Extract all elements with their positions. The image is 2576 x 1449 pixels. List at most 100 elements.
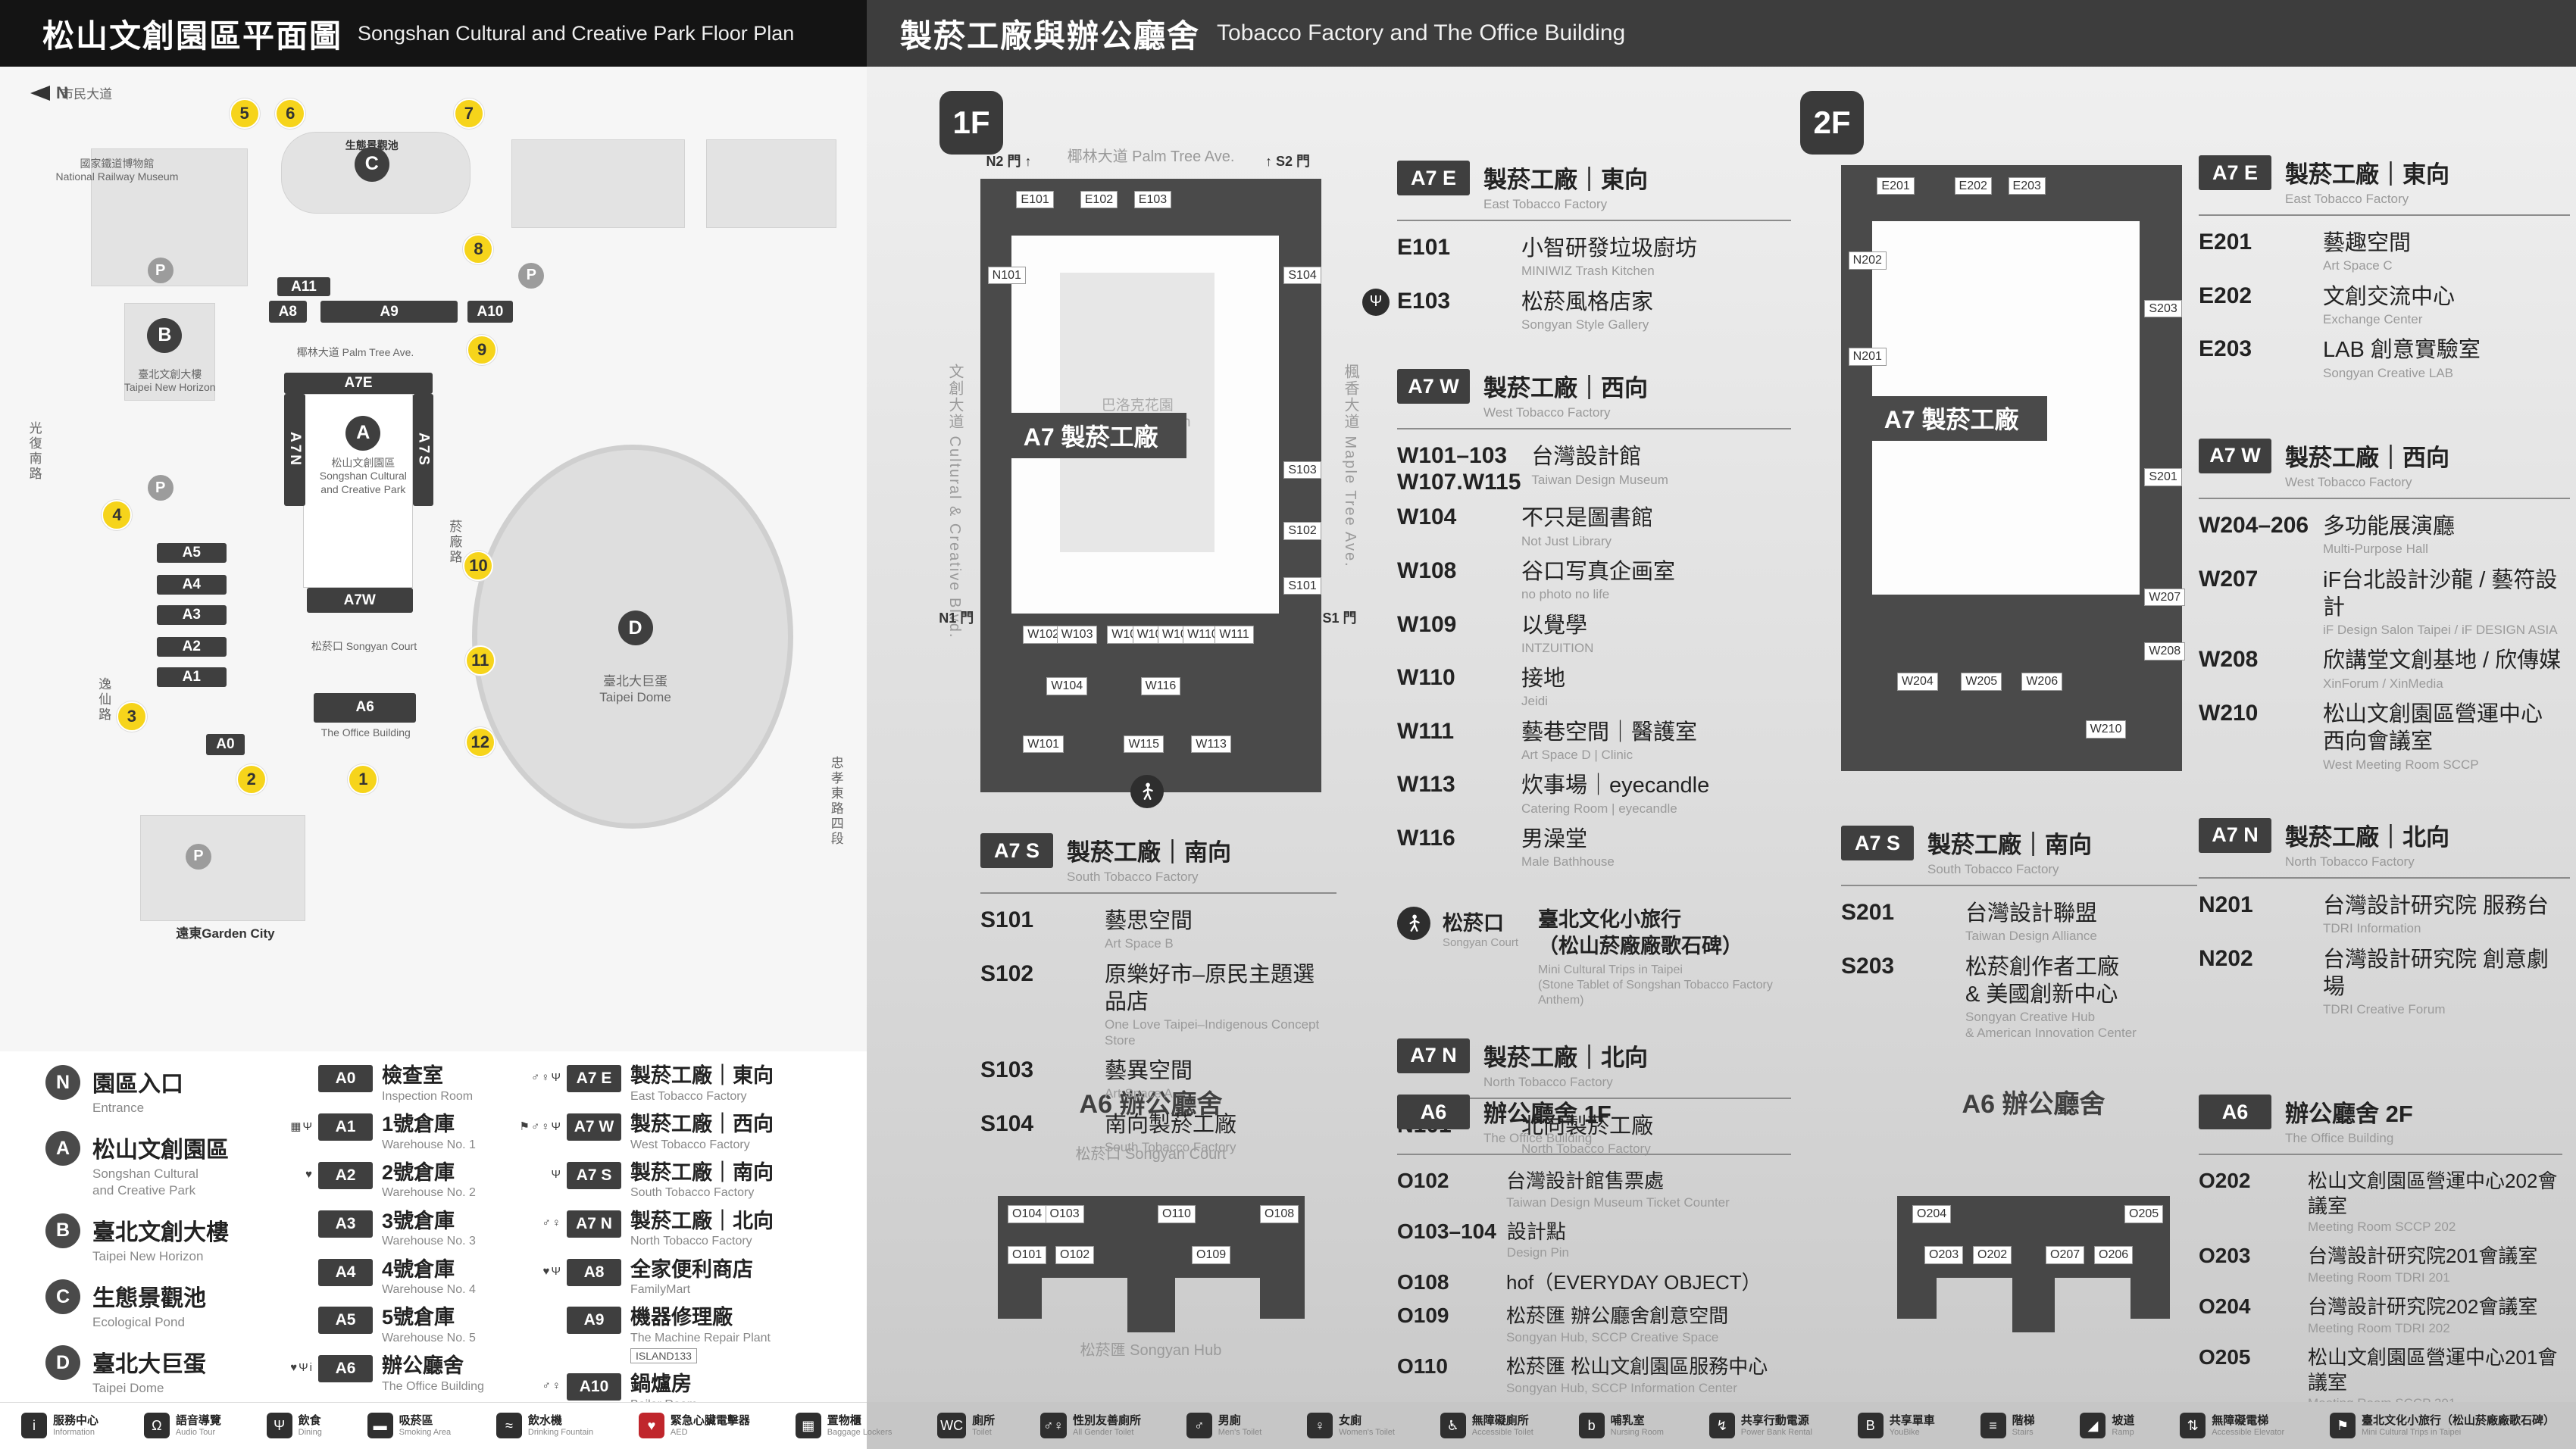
legend-place-text: 松山文創園區 Songshan Cultural and Creative Pa… xyxy=(92,1131,229,1198)
section-chip: A6 xyxy=(1397,1095,1470,1129)
room-name-en: Taiwan Design Museum Ticket Counter xyxy=(1506,1194,1730,1210)
legend-factory-row: ♂♀ A7 N 製菸工廠｜北向 North Tobacco Factory xyxy=(542,1210,862,1249)
list-column-2f: A7 E 製菸工廠｜東向 East Tobacco Factory E201 藝… xyxy=(2199,155,2570,1054)
songyan-court-label: 松菸口 Songyan Court xyxy=(1443,907,1526,949)
map-building-label: A0 xyxy=(206,734,245,755)
room-name-zh: 台灣設計研究院202會議室 xyxy=(2308,1295,2538,1319)
room-code: E201 xyxy=(2199,230,2252,255)
legend-item-icon: ◢ xyxy=(2080,1413,2106,1438)
map-badge: 9 xyxy=(467,335,498,366)
map-badge: 8 xyxy=(463,233,494,264)
section-title-en: South Tobacco Factory xyxy=(1927,862,2059,876)
legend-building-chip: A1 xyxy=(318,1113,373,1141)
legend-place-en: Entrance xyxy=(92,1101,145,1115)
legend-factory-chip: A7 S xyxy=(567,1161,621,1189)
legend-factory-en: FamilyMart xyxy=(630,1283,691,1297)
legend-place-row: A 松山文創園區 Songshan Cultural and Creative … xyxy=(45,1131,295,1198)
legend-row-icons: ♂♀ xyxy=(542,1216,562,1229)
section-a7s-1f: A7 S 製菸工廠｜南向 South Tobacco Factory S101 … xyxy=(980,833,1336,1191)
legend-building-text: 辦公廳舍 The Office Building xyxy=(382,1355,484,1394)
a6-east-wing xyxy=(1260,1278,1305,1319)
map-badge: 6 xyxy=(275,98,306,130)
room-name-zh: 台灣設計館售票處 xyxy=(1506,1170,1665,1192)
legend-factory-row: A9 機器修理廠 The Machine Repair Plant ISLAND… xyxy=(567,1307,862,1364)
room-entry: W109 以覺學 INTZUITION xyxy=(1397,612,1791,657)
legend-place-en: Ecological Pond xyxy=(92,1315,185,1329)
room-entry: W111 藝巷空間｜醫護室 Art Space D | Clinic xyxy=(1397,719,1791,764)
park-overview-panel: 松山文創園區平面圖 Songshan Cultural and Creative… xyxy=(0,0,867,1449)
plan-band-north xyxy=(983,181,1319,236)
legend-factory-chip: A7 N xyxy=(567,1210,621,1238)
north-arrow-icon: N xyxy=(30,83,68,103)
map-block xyxy=(91,148,249,286)
room-name-en: Songyan Hub, SCCP Creative Space xyxy=(1506,1329,1719,1344)
legend-building-text: 3號倉庫 Warehouse No. 3 xyxy=(382,1210,476,1249)
legend-building-chip: A3 xyxy=(318,1210,373,1238)
section-a7w-2f: A7 W 製菸工廠｜西向 West Tobacco Factory W204–2… xyxy=(2199,438,2570,773)
map-text-label: 遠東Garden City xyxy=(176,926,275,941)
map-badge: D xyxy=(617,611,653,645)
legend-item-text: 共享行動電源 Power Bank Rental xyxy=(1741,1414,1812,1436)
legend-building-zh: 檢查室 xyxy=(382,1064,443,1087)
section-a7e-1f: A7 E 製菸工廠｜東向 East Tobacco Factory E101 小… xyxy=(1362,161,1791,333)
legend-factory-en: South Tobacco Factory xyxy=(630,1186,755,1200)
plan-band-south xyxy=(1843,594,2180,769)
legend-place-badge: N xyxy=(45,1065,80,1100)
room-name-zh: 松菸風格店家 xyxy=(1521,289,1654,314)
room-code: W210 xyxy=(2199,701,2259,726)
legend-item-en: Ramp xyxy=(2112,1427,2134,1437)
a6-building-bar xyxy=(1897,1196,2170,1278)
legend-factory-chip: A10 xyxy=(567,1373,621,1401)
legend-factory-zh: 全家便利商店 xyxy=(630,1257,753,1281)
legend-factory-column: ♂♀Ψ A7 E 製菸工廠｜東向 East Tobacco Factory ⚑♂… xyxy=(520,1064,862,1449)
legend-item-zh: 坡道 xyxy=(2112,1414,2135,1428)
room-name-en: North Tobacco Factory xyxy=(1521,1141,1651,1157)
map-building-label: A7W xyxy=(306,587,413,614)
legend-item: ♥ 緊急心臟電擊器 AED xyxy=(638,1413,750,1438)
legend-factory-chip: A9 xyxy=(567,1307,621,1335)
map-text-label: 忠孝東路四段 xyxy=(828,756,843,847)
room-code: W204–206 xyxy=(2199,512,2309,538)
room-entry: S201 台灣設計聯盟 Taiwan Design Alliance xyxy=(1841,900,2197,945)
map-building-label: A11 xyxy=(277,277,330,296)
room-name-zh: hof（EVERYDAY OBJECT） xyxy=(1506,1270,1762,1294)
map-badge: 2 xyxy=(236,764,267,795)
legend-place-badge: B xyxy=(45,1213,80,1248)
room-entry: O203 台灣設計研究院201會議室 Meeting Room TDRI 201 xyxy=(2199,1244,2562,1285)
room-code: O202 xyxy=(2199,1169,2251,1192)
room-entry: E202 文創交流中心 Exchange Center xyxy=(2199,283,2570,328)
right-header: 製菸工廠與辦公廳舍 Tobacco Factory and The Office… xyxy=(867,0,2576,67)
legend-item-en: All Gender Toilet xyxy=(1072,1427,1134,1437)
legend-item-icon: ⚑ xyxy=(2329,1413,2356,1438)
map-building-label: A7S xyxy=(412,393,433,506)
room-name-en: Art Space A xyxy=(1105,1086,1173,1101)
map-badge: P xyxy=(147,258,174,284)
room-name-zh: 松山文創園區營運中心201會議室 xyxy=(2308,1346,2558,1394)
room-name-en: Art Space D | Clinic xyxy=(1521,748,1633,763)
room-entry: W113 炊事場｜eyecandle Catering Room | eyeca… xyxy=(1397,772,1791,817)
left-header-title-en: Songshan Cultural and Creative Park Floo… xyxy=(358,21,795,45)
legend-item: ♂ 男廁 Men's Toilet xyxy=(1186,1413,1261,1438)
map-block xyxy=(706,139,836,229)
room-code: W207 xyxy=(2199,566,2259,592)
legend-item-text: 臺北文化小旅行（松山菸廠廠歌石碑） Mini Cultural Trips in… xyxy=(2362,1414,2555,1436)
legend-row-icons: ▦Ψ xyxy=(290,1120,314,1133)
room-name-en: One Love Taipei–Indigenous Concept Store xyxy=(1105,1017,1320,1048)
legend-item-icon: ♀ xyxy=(1307,1413,1333,1438)
legend-factory-text: 製菸工廠｜南向 South Tobacco Factory xyxy=(630,1161,774,1201)
section-entries: O102 台灣設計館售票處 Taiwan Design Museum Ticke… xyxy=(1397,1169,1791,1396)
map-text-label: 臺北文創大樓 Taipei New Horizon xyxy=(123,367,216,394)
map-block xyxy=(303,393,413,588)
room-entry: S102 原樂好市–原民主題選品店 One Love Taipei–Indige… xyxy=(980,961,1336,1048)
section-entries: S201 台灣設計聯盟 Taiwan Design Alliance S203 … xyxy=(1841,900,2197,1041)
legend-item-icon: ▦ xyxy=(795,1413,821,1438)
legend-place-text: 臺北文創大樓 Taipei New Horizon xyxy=(92,1213,229,1264)
walking-person-glyph xyxy=(1409,914,1420,932)
legend-place-zh: 松山文創園區 xyxy=(92,1138,229,1163)
legend-item-zh: 哺乳室 xyxy=(1610,1414,1645,1428)
room-code: N201 xyxy=(2199,892,2253,917)
a6-center-stub xyxy=(1127,1278,1175,1332)
section-title-zh: 製菸工廠｜北向 xyxy=(2285,823,2449,851)
map-badge: P xyxy=(185,843,211,870)
section-a7s-2f: A7 S 製菸工廠｜南向 South Tobacco Factory S201 … xyxy=(1841,826,2197,1077)
